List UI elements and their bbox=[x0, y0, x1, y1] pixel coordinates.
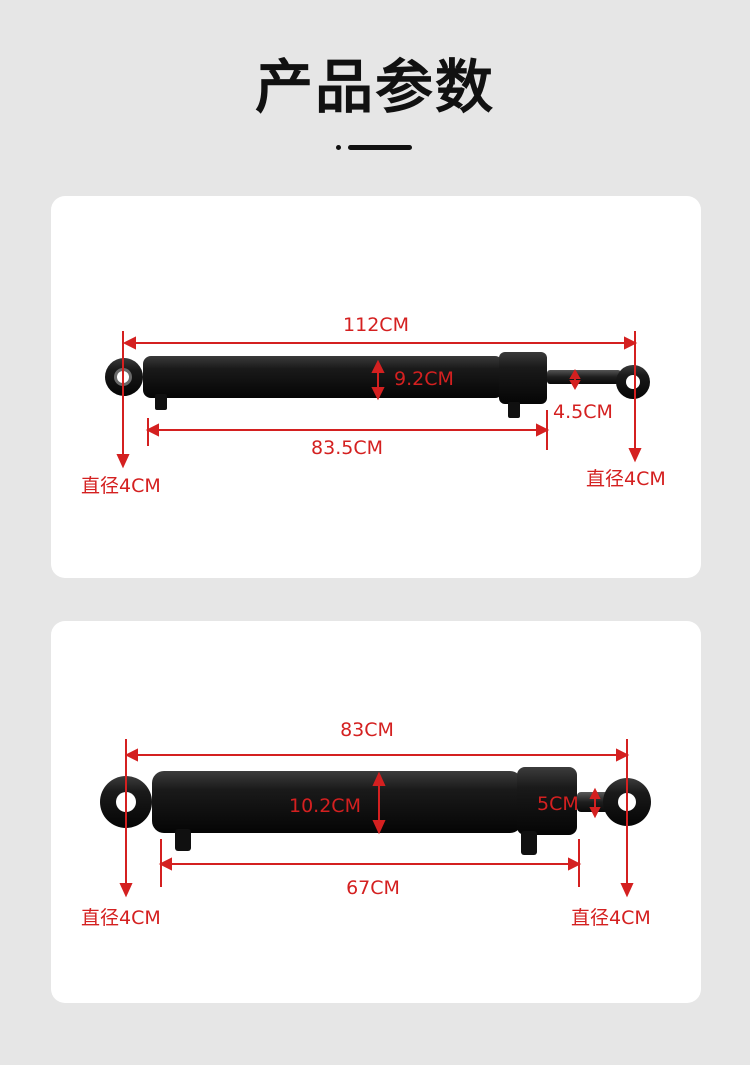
dim-1-right-hole: 直径4CM bbox=[586, 468, 666, 490]
product-card-2: 83CM 10.2CM 5CM 67CM 直径4CM 直径4CM bbox=[51, 621, 701, 1003]
product-card-1: 112CM 9.2CM 4.5CM 83.5CM 直径4CM 直径4CM bbox=[51, 196, 701, 578]
cylinder-2-body bbox=[152, 771, 522, 833]
dim-1-total-length: 112CM bbox=[343, 314, 409, 336]
page-title: 产品参数 bbox=[254, 53, 495, 121]
dim-2-body-diameter: 10.2CM bbox=[289, 795, 361, 817]
dim-1-rod-diameter: 4.5CM bbox=[553, 401, 613, 423]
dim-1-left-hole: 直径4CM bbox=[81, 475, 161, 497]
cylinder-1-right-eye bbox=[616, 365, 650, 399]
cylinder-2-head bbox=[517, 767, 577, 835]
dim-2-left-hole: 直径4CM bbox=[81, 907, 161, 929]
cylinder-1-rod bbox=[547, 370, 621, 384]
dim-2-body-length: 67CM bbox=[346, 877, 400, 899]
cylinder-1-illustration bbox=[105, 331, 650, 469]
title-underline-bar bbox=[348, 145, 412, 150]
dim-1-body-length: 83.5CM bbox=[311, 437, 383, 459]
title-underline bbox=[336, 143, 416, 151]
cylinder-1-head bbox=[499, 352, 547, 404]
cylinder-2-illustration bbox=[100, 739, 651, 898]
cylinder-1-port-right bbox=[508, 402, 520, 418]
cylinder-1-port-left bbox=[155, 394, 167, 410]
dim-1-body-diameter: 9.2CM bbox=[394, 368, 454, 390]
dim-2-total-length: 83CM bbox=[340, 719, 394, 741]
dim-2-rod-diameter: 5CM bbox=[537, 793, 579, 815]
title-underline-dot bbox=[336, 145, 341, 150]
cylinder-2-port-right bbox=[521, 831, 537, 855]
cylinder-1-body bbox=[143, 356, 503, 398]
dim-2-right-hole: 直径4CM bbox=[571, 907, 651, 929]
cylinder-2-port-left bbox=[175, 829, 191, 851]
